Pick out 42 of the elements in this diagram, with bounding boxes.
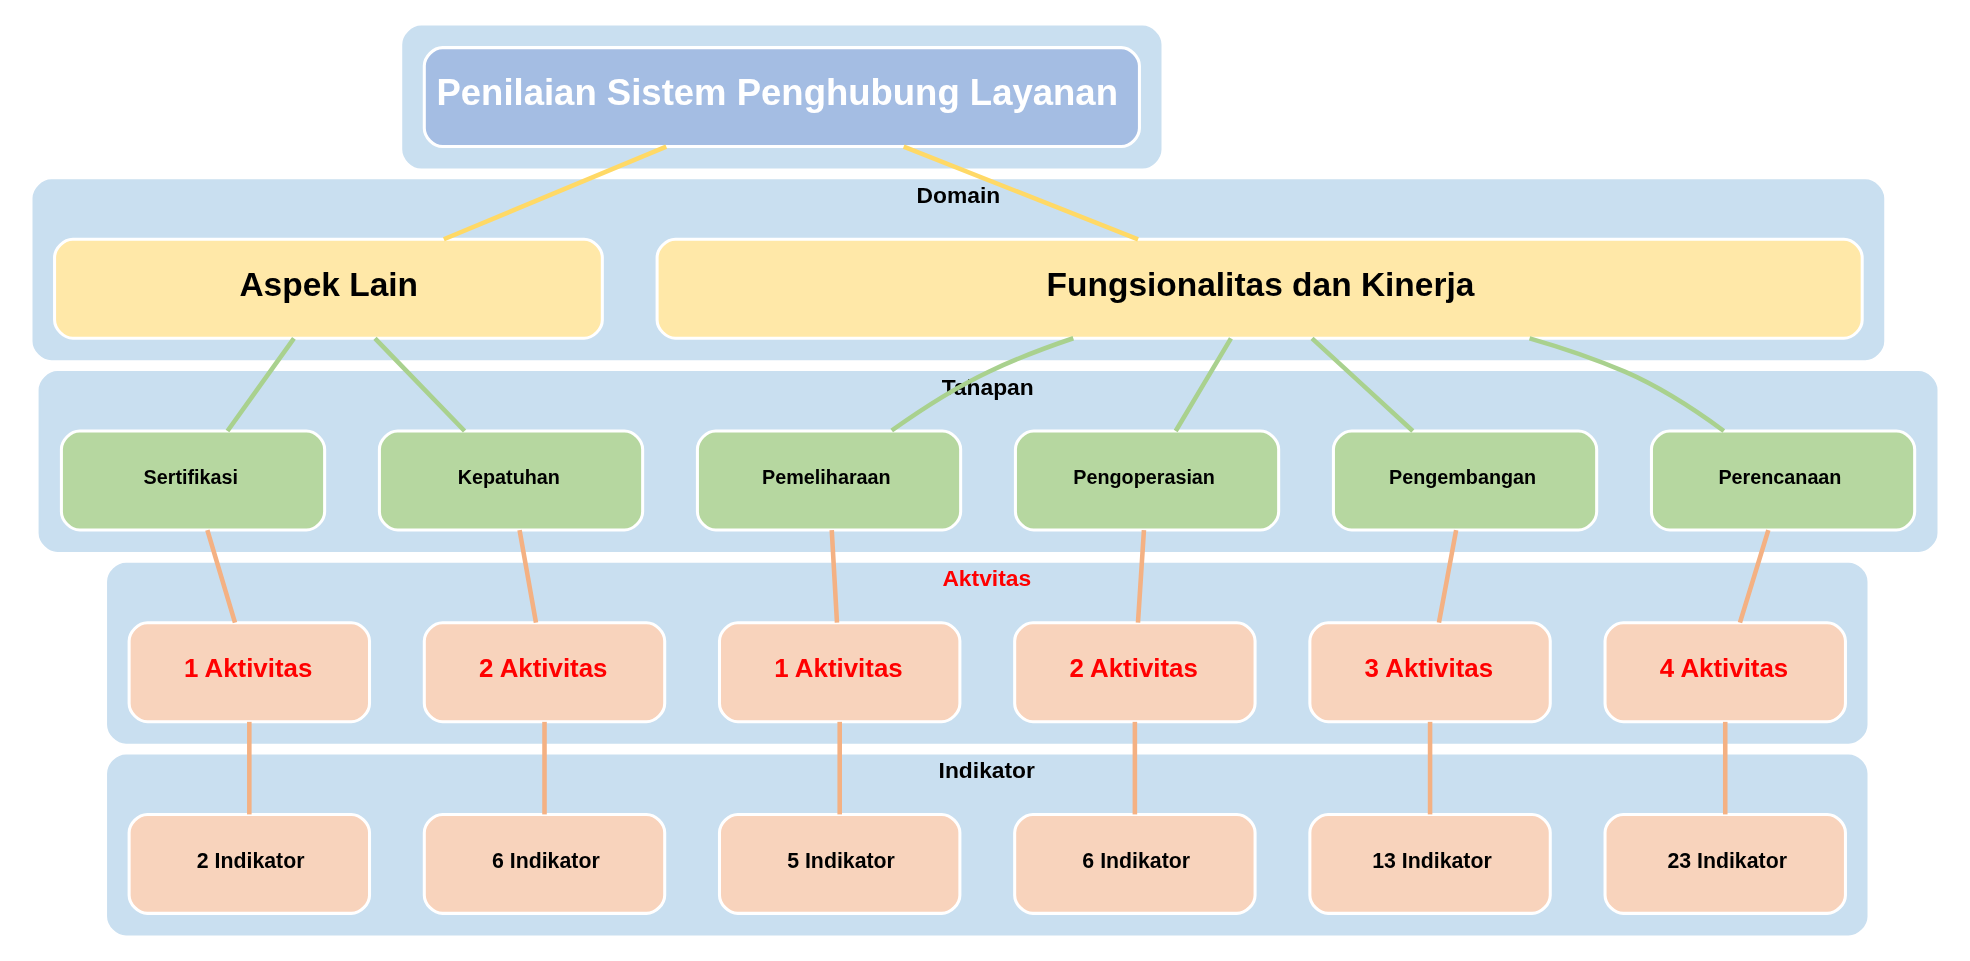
node-box: 4 Aktivitas	[1603, 621, 1847, 724]
node-box: 6 Indikator	[422, 812, 667, 915]
connector	[542, 721, 547, 815]
node-box: 2 Aktivitas	[422, 621, 667, 724]
node-box: 3 Aktivitas	[1308, 621, 1552, 724]
node-box: Penilaian Sistem Penghubung Layanan	[422, 46, 1141, 149]
connector	[1427, 721, 1433, 815]
connector	[1132, 721, 1138, 815]
node-box: 2 Indikator	[127, 812, 372, 915]
node-box: 23 Indikator	[1603, 812, 1847, 915]
connector	[1436, 529, 1459, 624]
connector	[1173, 337, 1233, 433]
node-box: 1 Aktivitas	[717, 621, 962, 724]
node-box: 2 Aktivitas	[1013, 621, 1257, 724]
node-box: 6 Indikator	[1013, 812, 1257, 915]
connector	[1310, 336, 1415, 433]
connector	[837, 721, 842, 815]
node-box: Pemeliharaan	[695, 429, 963, 532]
node-box: Fungsionalitas dan Kinerja	[655, 237, 1864, 340]
node-box: 1 Aktivitas	[127, 621, 372, 724]
connector	[829, 530, 840, 623]
node-box: 13 Indikator	[1308, 812, 1552, 915]
connector	[247, 721, 252, 815]
connector	[517, 529, 539, 624]
node-box: Pengembangan	[1331, 429, 1599, 532]
connector	[1737, 529, 1771, 624]
connector	[1722, 721, 1728, 815]
connector	[373, 336, 467, 433]
node-box: 5 Indikator	[717, 812, 962, 915]
connector	[890, 336, 1075, 433]
connector	[1135, 529, 1147, 623]
node-box: Pengoperasian	[1013, 429, 1281, 532]
node-box: Kepatuhan	[377, 429, 645, 532]
connector	[1528, 336, 1726, 433]
connector	[442, 144, 668, 242]
cluster	[402, 25, 1162, 169]
connector	[902, 144, 1139, 242]
connector	[205, 529, 238, 624]
node-box: Sertifikasi	[59, 429, 327, 532]
node-box: Aspek Lain	[53, 237, 604, 340]
connector	[225, 337, 296, 433]
node-box: Perencanaan	[1649, 429, 1917, 532]
